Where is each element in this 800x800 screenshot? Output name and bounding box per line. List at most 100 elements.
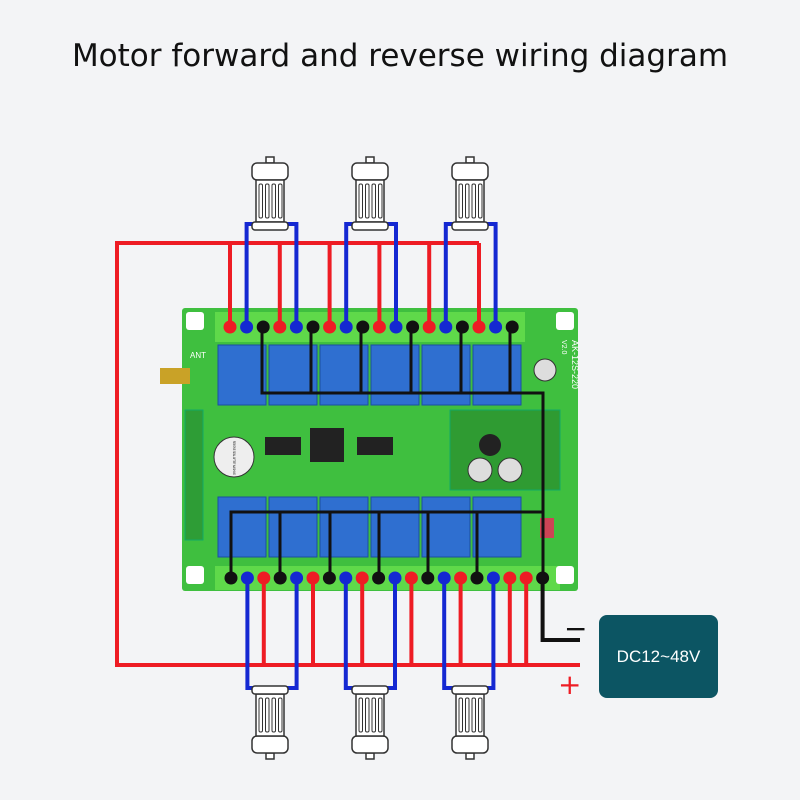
terminal-black — [306, 320, 320, 334]
rf-module — [184, 409, 204, 541]
motor-fin — [258, 183, 263, 219]
motor-shaft — [465, 156, 475, 164]
motor-fin — [371, 697, 376, 733]
terminal-black — [455, 320, 469, 334]
terminal-black — [224, 571, 238, 585]
relay — [319, 496, 369, 558]
relay — [472, 344, 522, 406]
terminal-black — [273, 571, 287, 585]
terminal-red — [355, 571, 369, 585]
motor-fin — [458, 183, 463, 219]
motor-cap — [451, 735, 489, 754]
board-version-label: V2.0 — [560, 340, 567, 355]
mount-hole — [556, 566, 574, 584]
terminal-red — [223, 320, 237, 334]
ic-chip — [265, 437, 301, 455]
motor-base — [251, 685, 289, 695]
motor-fin — [378, 183, 383, 219]
terminal-blue — [388, 571, 402, 585]
relay-board: REMOVE SEAL AFTER WASHING AK-12S-220V2.0A… — [160, 308, 580, 591]
power-supply-box: DC12~48V — [599, 615, 718, 698]
blue-motor-wire-bottom — [245, 578, 299, 690]
motor-cap — [251, 735, 289, 754]
relay — [268, 344, 318, 406]
motor-fin — [365, 183, 370, 219]
microcontroller-chip — [310, 428, 344, 462]
terminal-black — [421, 571, 435, 585]
terminal-black — [356, 320, 370, 334]
terminal-blue — [240, 571, 254, 585]
motor-fin — [465, 183, 470, 219]
terminal-red — [273, 320, 287, 334]
terminal-red — [372, 320, 386, 334]
motor-fin — [358, 697, 363, 733]
inductor — [479, 434, 501, 456]
motor-base — [451, 221, 489, 231]
motor-base — [351, 685, 389, 695]
terminal-blue — [486, 571, 500, 585]
capacitor — [533, 358, 557, 382]
mount-hole — [186, 566, 204, 584]
board-model-label: AK-12S-220 — [570, 340, 580, 389]
terminal-red — [323, 320, 337, 334]
buzzer-label: REMOVE SEAL AFTER WASHING — [232, 441, 237, 475]
terminal-black — [505, 320, 519, 334]
terminal-red — [454, 571, 468, 585]
terminal-blue — [489, 320, 503, 334]
motor-shaft — [265, 156, 275, 164]
blue-motor-wire-bottom — [442, 578, 496, 690]
relay — [217, 496, 267, 558]
motor — [351, 685, 389, 760]
terminal-red — [503, 571, 517, 585]
antenna-label: ANT — [190, 351, 206, 360]
motor-shaft — [365, 752, 375, 760]
relay — [421, 344, 471, 406]
bottom-terminal-block — [215, 566, 560, 590]
relay — [268, 496, 318, 558]
terminal-black — [372, 571, 386, 585]
motor-fin — [365, 697, 370, 733]
motor-fin — [265, 183, 270, 219]
negative-supply-wire — [540, 578, 580, 642]
motor-fin — [371, 183, 376, 219]
terminal-blue — [439, 320, 453, 334]
relay — [472, 496, 522, 558]
plus-sign: + — [558, 668, 581, 701]
terminal-blue — [240, 320, 254, 334]
terminal-blue — [339, 571, 353, 585]
motor-base — [451, 685, 489, 695]
blue-motor-wire-bottom — [343, 578, 397, 690]
motor-fin — [478, 697, 483, 733]
ic-chip — [357, 437, 393, 455]
motor-fin — [458, 697, 463, 733]
motor-fin — [378, 697, 383, 733]
terminal-black — [470, 571, 484, 585]
terminal-red — [306, 571, 320, 585]
antenna-connector — [160, 368, 190, 384]
terminal-blue — [290, 571, 304, 585]
motor-fin — [465, 697, 470, 733]
motor-shaft — [465, 752, 475, 760]
mount-hole — [186, 312, 204, 330]
common-wire-link — [540, 391, 545, 578]
power-supply-label: DC12~48V — [616, 646, 701, 666]
motor-cap — [351, 162, 389, 181]
motor — [451, 156, 489, 231]
motor-fin — [471, 183, 476, 219]
mount-hole — [556, 312, 574, 330]
motor — [351, 156, 389, 231]
motor-base — [251, 221, 289, 231]
terminal-black — [256, 320, 270, 334]
terminal-blue — [289, 320, 303, 334]
motor-fin — [358, 183, 363, 219]
capacitor — [497, 457, 523, 483]
relay — [217, 344, 267, 406]
motor-cap — [251, 162, 289, 181]
motor — [451, 685, 489, 760]
motor — [251, 156, 289, 231]
motor-fin — [271, 697, 276, 733]
minus-sign: − — [564, 612, 587, 645]
terminal-blue — [389, 320, 403, 334]
motor-cap — [351, 735, 389, 754]
